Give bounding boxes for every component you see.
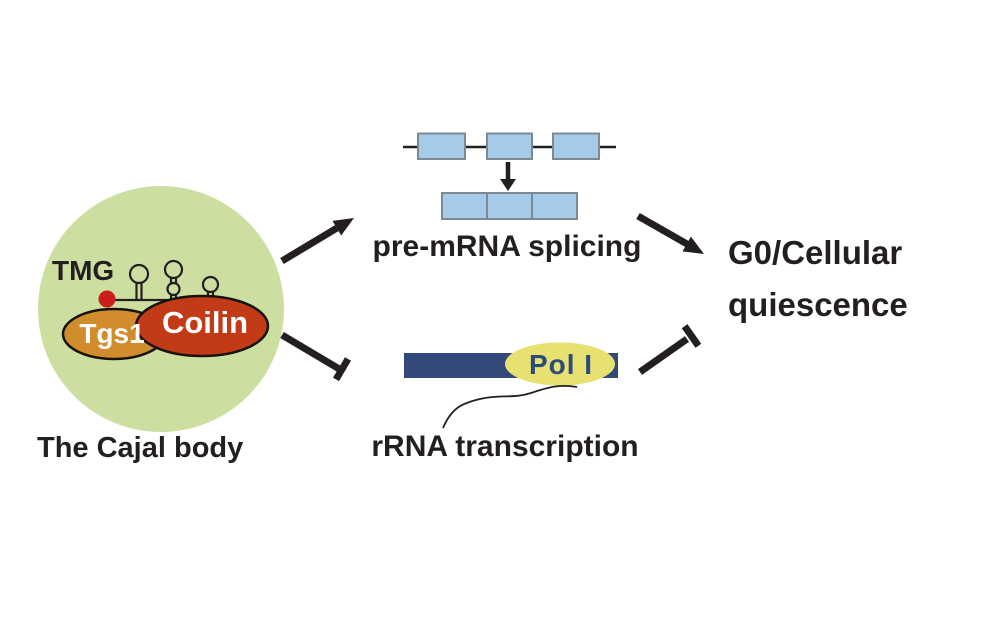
tmg-label: TMG xyxy=(52,255,114,286)
activation-arrow-quiescence-line xyxy=(636,212,689,248)
splice-down-arrow-head xyxy=(500,179,516,191)
activation-arrow-quiescence xyxy=(636,212,704,254)
inhibition-bar-transcription xyxy=(280,331,352,382)
activation-arrow-quiescence-head xyxy=(682,236,704,254)
activation-arrow-splicing-head xyxy=(332,218,354,236)
tmg-cap-dot xyxy=(98,290,116,308)
activation-arrow-splicing-line xyxy=(280,224,339,265)
inhibition-bar-quiescence xyxy=(637,324,702,375)
exon-box-1 xyxy=(417,132,466,160)
inhibition-bar-quiescence-cap xyxy=(681,324,702,348)
pol1-label: Pol I xyxy=(529,349,593,380)
activation-arrow-splicing xyxy=(280,218,354,265)
stem-loop-2 xyxy=(163,259,184,300)
outcome-label-line1: G0/Cellular xyxy=(728,234,902,271)
transcription-label: rRNA transcription xyxy=(371,430,638,463)
stem-loop-1 xyxy=(128,263,150,300)
coilin-label: Coilin xyxy=(162,305,248,340)
splice-down-arrow xyxy=(500,162,516,191)
tgs1-label: Tgs1 xyxy=(79,318,144,349)
exon-box-2 xyxy=(486,132,533,160)
pol1-ellipse xyxy=(505,342,615,386)
splicing-label: pre-mRNA splicing xyxy=(373,230,642,263)
nascent-rrna-squiggle xyxy=(442,384,578,429)
inhibition-bar-transcription-cap xyxy=(332,357,352,382)
inhibition-bar-quiescence-line xyxy=(637,336,690,375)
coilin-ellipse xyxy=(134,294,270,358)
cajal-body-label: The Cajal body xyxy=(37,432,243,464)
spliced-mrna-box xyxy=(441,192,578,220)
inhibition-bar-transcription-line xyxy=(280,331,343,374)
exon-box-3 xyxy=(552,132,600,160)
outcome-label-line2: quiescence xyxy=(728,286,908,323)
